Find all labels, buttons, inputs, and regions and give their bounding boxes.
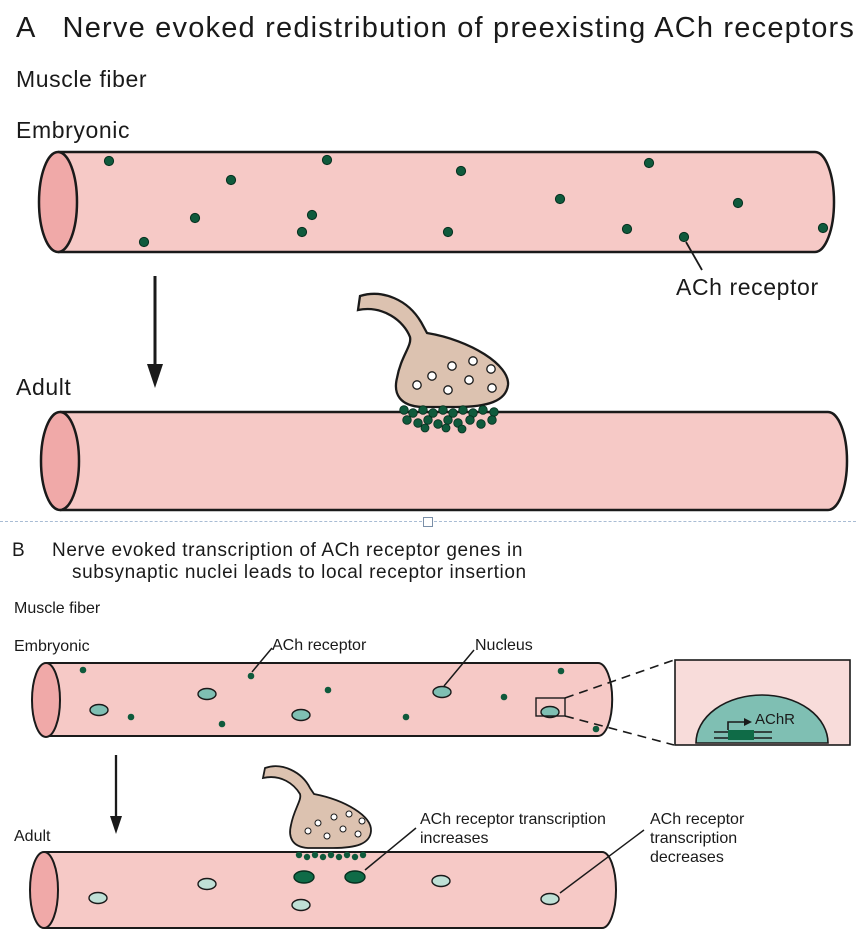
ach-receptor-dot	[554, 193, 566, 205]
arrow-down-icon	[110, 755, 122, 834]
panel-a-title: A Nerve evoked redistribution of preexist…	[16, 12, 855, 45]
nucleus	[88, 891, 108, 905]
ach-receptor-dot	[296, 226, 308, 238]
ach-receptor-dot	[442, 226, 454, 238]
nucleus-inset	[674, 659, 851, 746]
adult-muscle-fiber	[39, 410, 849, 512]
ach-receptor-dot	[621, 223, 633, 235]
panel-b-muscle-fiber-label: Muscle fiber	[14, 600, 101, 617]
panel-a-embryonic-label: Embryonic	[16, 117, 131, 143]
ach-receptor-dot	[817, 222, 829, 234]
panel-b-title-line2: subsynaptic nuclei leads to local recept…	[72, 562, 527, 583]
ach-receptor-dot	[103, 155, 115, 167]
zoom-line	[564, 715, 675, 746]
b-subsynaptic-nuclei	[293, 870, 366, 884]
ach-receptor-dot	[455, 165, 467, 177]
ach-receptor-dot	[732, 197, 744, 209]
nucleus	[540, 892, 560, 906]
nucleus	[291, 898, 311, 912]
decrease-callout-line	[559, 829, 645, 894]
inset-gene-label: AChR	[755, 711, 795, 728]
active-nucleus	[293, 870, 315, 884]
panel-b-nucleus-callout: Nucleus	[475, 637, 533, 654]
ach-receptor-dot	[306, 209, 318, 221]
zoom-box	[535, 697, 566, 717]
panel-b-embryonic-label: Embryonic	[14, 638, 90, 655]
panel-a-title-text: Nerve evoked redistribution of preexisti…	[62, 12, 856, 44]
resize-handle[interactable]	[423, 517, 433, 527]
b-embryonic-receptors	[79, 666, 600, 733]
nucleus	[431, 874, 451, 888]
increase-callout-line	[364, 827, 417, 871]
nucleus	[291, 708, 311, 722]
panel-b-letter: B	[12, 540, 26, 561]
synaptic-vesicle-icon	[412, 356, 497, 395]
nucleus	[197, 877, 217, 891]
embryonic-receptors	[103, 154, 829, 248]
nucleus	[197, 687, 217, 701]
b-nucleus-callout-line	[443, 649, 475, 687]
b-synaptic-vesicles	[304, 810, 366, 840]
zoom-line	[564, 659, 675, 699]
panel-b-title-line1: Nerve evoked transcription of ACh recept…	[52, 540, 524, 561]
clustered-receptors	[399, 405, 499, 434]
ach-receptor-dot	[138, 236, 150, 248]
b-nerve-terminal	[261, 765, 372, 849]
ach-receptor-dot	[189, 212, 201, 224]
arrow-down-icon	[147, 276, 163, 388]
nucleus	[432, 685, 452, 699]
panel-a-adult-label: Adult	[16, 374, 72, 400]
active-nucleus	[344, 870, 366, 884]
b-embryonic-nuclei	[89, 685, 560, 722]
panel-a-receptor-callout: ACh receptor	[676, 274, 819, 300]
panel-b-increase-callout: ACh receptor transcription increases	[420, 811, 606, 847]
b-clustered-receptors	[295, 851, 367, 861]
transcription-arrow-icon	[727, 718, 752, 730]
nucleus	[89, 703, 109, 717]
embryonic-muscle-fiber	[37, 150, 836, 254]
b-adult-muscle-fiber	[29, 851, 617, 929]
panel-b-decrease-callout: ACh receptor transcription decreases	[650, 811, 745, 866]
receptor-callout-line	[685, 241, 703, 271]
ach-receptor-dot	[678, 231, 690, 243]
panel-b-adult-label: Adult	[14, 828, 51, 845]
panel-a-letter: A	[16, 12, 37, 44]
ach-receptor-dot	[643, 157, 655, 169]
panel-b-title: B Nerve evoked transcription of ACh recep…	[12, 540, 527, 584]
ach-receptor-dot	[225, 174, 237, 186]
panel-a-muscle-fiber-label: Muscle fiber	[16, 66, 148, 92]
nerve-terminal	[356, 292, 510, 409]
panel-b-receptor-callout: ACh receptor	[272, 637, 367, 654]
b-embryonic-muscle-fiber	[31, 662, 614, 738]
nucleus	[540, 705, 560, 719]
b-receptor-callout-line	[251, 647, 273, 673]
ach-receptor-dot	[321, 154, 333, 166]
b-adult-nuclei	[88, 874, 560, 912]
